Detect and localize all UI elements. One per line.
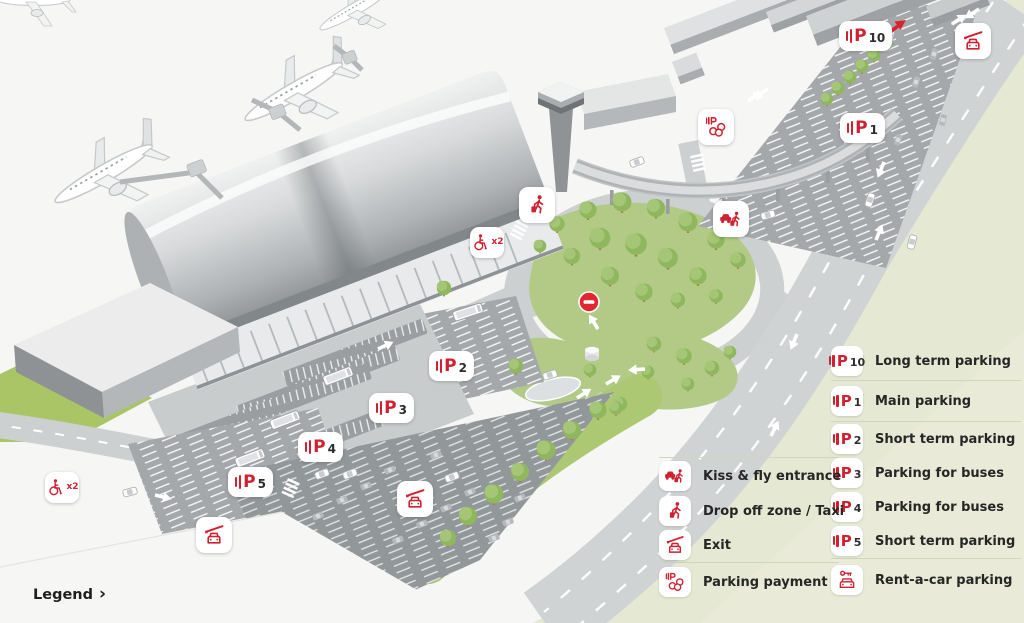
accessible-count-label: x2 bbox=[66, 482, 79, 492]
divider bbox=[831, 380, 1021, 381]
parking-lot-p10-p1 bbox=[698, 2, 978, 268]
legend-label: Short term parking bbox=[875, 431, 1016, 447]
airplanes bbox=[0, 0, 412, 238]
kiss-fly-icon bbox=[659, 461, 691, 491]
legend-toggle-label: Legend bbox=[33, 587, 93, 603]
legend-toggle-button[interactable]: Legend › bbox=[33, 584, 107, 605]
divider bbox=[659, 562, 839, 563]
rent-a-car-icon bbox=[831, 565, 863, 595]
legend-item-kiss-fly: Kiss & fly entrance bbox=[659, 458, 842, 494]
legend-item-exit: Exit bbox=[659, 528, 839, 562]
map-exit-icon bbox=[955, 23, 991, 59]
exit-icon bbox=[405, 489, 425, 508]
parking-logo-icon: P bbox=[235, 473, 256, 491]
legend-label: Rent-a-car parking bbox=[875, 572, 1013, 588]
map-marker-p1: P 1 bbox=[840, 113, 885, 143]
map-marker-p2: P 2 bbox=[429, 351, 474, 381]
terminal-building bbox=[124, 70, 564, 390]
map-marker-p10: P 10 bbox=[839, 21, 893, 51]
map-accessible-parking-icon: x2 bbox=[45, 472, 79, 503]
services-legend: Kiss & fly entrance Drop off zone / Taxi… bbox=[659, 457, 844, 601]
exit-icon bbox=[963, 31, 983, 50]
map-exit-icon bbox=[397, 481, 433, 517]
parking-logo-icon: P bbox=[305, 438, 326, 456]
map-drop-off-icon bbox=[519, 187, 555, 223]
legend-label: Drop off zone / Taxi bbox=[703, 503, 845, 519]
legend-label: Main parking bbox=[875, 393, 972, 409]
legend-strip bbox=[0, 512, 474, 623]
legend-item-parking-payment: Parking payment bbox=[659, 563, 839, 601]
divider bbox=[831, 421, 1021, 422]
accessible-count-label: x2 bbox=[491, 237, 504, 247]
divider bbox=[659, 457, 839, 458]
legend-label: Kiss & fly entrance bbox=[703, 468, 842, 484]
wheelchair-icon bbox=[49, 478, 63, 495]
wheelchair-icon bbox=[474, 233, 488, 250]
exit-icon bbox=[204, 525, 224, 544]
divider bbox=[831, 558, 1021, 559]
map-marker-p3: P 3 bbox=[369, 393, 414, 423]
exit-icon bbox=[659, 530, 691, 560]
map-parking-payment-icon bbox=[698, 109, 734, 145]
parking-logo-icon: P bbox=[846, 27, 867, 45]
airport-buildings bbox=[14, 0, 990, 418]
legend-label: Parking for buses bbox=[875, 499, 1004, 515]
map-marker-p4: P 4 bbox=[298, 432, 343, 462]
chevron-right-icon: › bbox=[99, 584, 107, 604]
water-tank bbox=[585, 346, 599, 362]
pond bbox=[524, 376, 582, 402]
legend-label: Exit bbox=[703, 537, 731, 553]
parking-logo-icon: P bbox=[376, 399, 397, 417]
legend-label: Short term parking bbox=[875, 533, 1016, 549]
parking-payment-icon bbox=[705, 116, 726, 137]
legend-label: Parking for buses bbox=[875, 465, 1004, 481]
legend-label: Long term parking bbox=[875, 353, 1011, 369]
map-exit-icon bbox=[196, 517, 232, 553]
parking-logo-icon: P bbox=[436, 357, 457, 375]
parking-payment-icon bbox=[659, 567, 691, 597]
parking-logo-icon: P bbox=[847, 119, 868, 137]
map-marker-p5: P 5 bbox=[228, 467, 273, 497]
drop-off-icon bbox=[659, 496, 691, 526]
map-kiss-fly-icon bbox=[713, 201, 749, 237]
legend-item-rent-a-car: Rent-a-car parking bbox=[831, 559, 1021, 601]
control-tower bbox=[538, 74, 676, 192]
legend-item-drop-off: Drop off zone / Taxi bbox=[659, 494, 844, 528]
legend-label: Parking payment bbox=[703, 574, 828, 590]
no-entry-sign bbox=[578, 291, 600, 313]
kiss-fly-icon bbox=[719, 210, 740, 227]
map-accessible-parking-icon: x2 bbox=[470, 227, 504, 258]
drop-off-icon bbox=[530, 194, 544, 214]
